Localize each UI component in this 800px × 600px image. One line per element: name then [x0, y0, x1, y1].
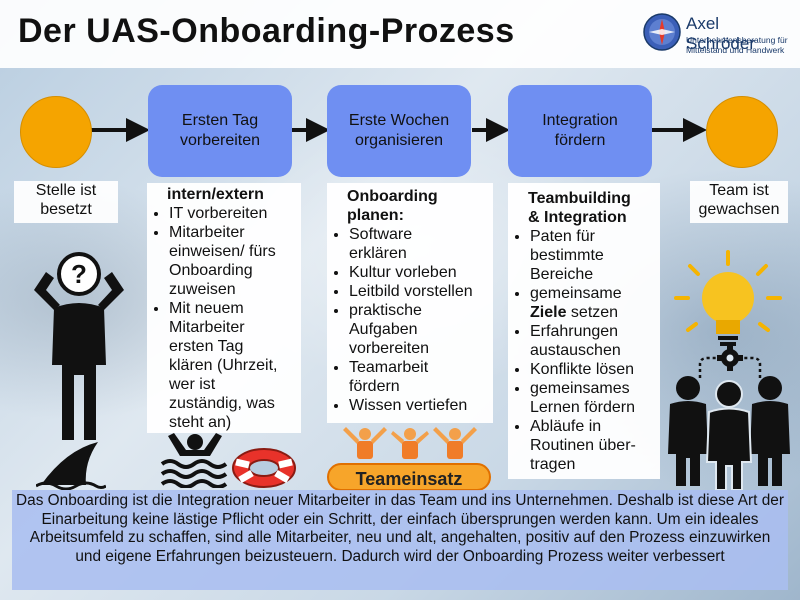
- rafting-team-icon: [343, 427, 477, 459]
- end-label: Team ist gewachsen: [690, 181, 788, 223]
- svg-text:?: ?: [71, 259, 87, 289]
- card-list: Software erklären Kultur vorleben Leitbi…: [327, 225, 493, 415]
- start-label: Stelle ist besetzt: [14, 181, 118, 223]
- lightbulb-icon: [674, 250, 782, 346]
- list-item: Kultur vorleben: [349, 263, 493, 282]
- list-item: gemeinsames Lernen fördern: [530, 379, 660, 417]
- gear-icon: [698, 345, 762, 378]
- card-first-weeks: Onboarding planen: Software erklären Kul…: [327, 183, 493, 423]
- shark-fin-icon: [36, 442, 106, 490]
- teameinsatz-label: Teameinsatz: [327, 463, 491, 491]
- list-item: Konflikte lösen: [530, 360, 660, 379]
- confused-person-icon: ?: [34, 252, 124, 440]
- card-heading: intern/extern: [167, 186, 264, 203]
- lifebuoy-icon: [232, 448, 296, 488]
- list-item: Leitbild vorstellen: [349, 282, 493, 301]
- logo: Axel Schröder Unternehmensberatung für M…: [642, 12, 792, 60]
- card-integration: Teambuilding & Integration Paten für bes…: [508, 183, 660, 479]
- card-list: Paten für bestimmte Bereiche gemeinsameZ…: [508, 227, 660, 474]
- end-circle: [706, 96, 778, 168]
- list-item: IT vorbereiten: [169, 204, 301, 223]
- stage-first-day: Ersten Tag vorbereiten: [148, 85, 292, 177]
- card-list: IT vorbereiten Mitarbeiter einweisen/ fü…: [147, 204, 301, 432]
- flow-arrows: [91, 118, 707, 142]
- list-item: praktische Aufgaben vorbereiten: [349, 301, 493, 358]
- list-item: Mitarbeiter einweisen/ fürs Onboarding z…: [169, 223, 301, 299]
- card-first-day: intern/extern IT vorbereiten Mitarbeiter…: [147, 183, 301, 433]
- stage-first-weeks: Erste Wochen organisieren: [327, 85, 471, 177]
- logo-subtitle: Unternehmensberatung für Mittelstand und…: [686, 35, 788, 55]
- stage-integration: Integration fördern: [508, 85, 652, 177]
- list-item: Erfahrungen austauschen: [530, 322, 660, 360]
- title-bar: Der UAS-Onboarding-Prozess Axel Schröder…: [0, 0, 800, 68]
- team-group-icon: [668, 376, 790, 490]
- logo-name: Axel Schröder: [686, 14, 755, 53]
- list-item: Wissen vertiefen: [349, 396, 493, 415]
- start-circle: [20, 96, 92, 168]
- page-title: Der UAS-Onboarding-Prozess: [18, 12, 515, 50]
- list-item: Software erklären: [349, 225, 493, 263]
- drowning-person-icon: [160, 433, 228, 488]
- compass-icon: [643, 13, 681, 51]
- list-item: Teamarbeit fördern: [349, 358, 493, 396]
- list-item: Abläufe in Routinen über- tragen: [530, 417, 660, 474]
- card-heading: Onboarding planen:: [347, 188, 438, 224]
- card-heading: Teambuilding & Integration: [528, 190, 631, 226]
- footer-description: Das Onboarding ist die Integration neuer…: [12, 490, 788, 590]
- list-item: Paten für bestimmte Bereiche: [530, 227, 660, 284]
- list-item: Mit neuem Mitarbeiter ersten Tag klären …: [169, 299, 301, 432]
